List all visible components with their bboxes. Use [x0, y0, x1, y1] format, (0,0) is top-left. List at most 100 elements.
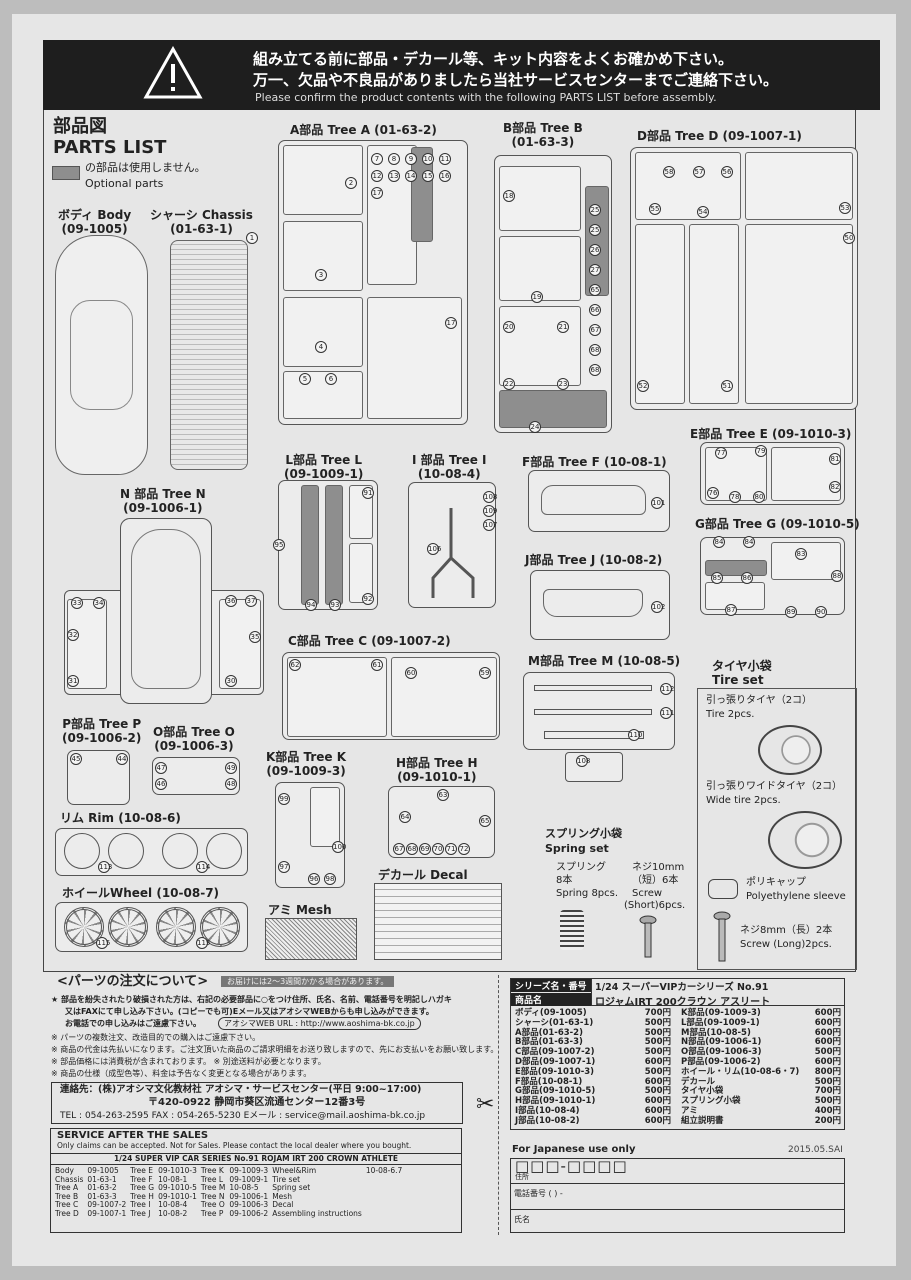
part-number: 79 — [755, 445, 767, 457]
part-number: 85 — [711, 572, 723, 584]
table-cell — [364, 1176, 404, 1185]
text-label: 引っ張りタイヤ（2コ） — [706, 695, 813, 706]
table-cell: 500円 — [644, 1047, 671, 1058]
part-number: 100 — [332, 841, 347, 853]
part-number: 83 — [795, 548, 807, 560]
name-field[interactable]: 氏名 — [511, 1209, 844, 1231]
text-label: ※ 商品の仕様（成型色等）、料金は予告なく変更となる場合があります。 — [51, 1069, 312, 1078]
table-row: A部品(01-63-2)500円 — [515, 1028, 671, 1039]
table-cell: 500円 — [814, 1047, 841, 1058]
tree-k: 97 96 98 99 100 — [275, 782, 347, 888]
part-number: 66 — [589, 304, 601, 316]
table-row: P部品(09-1006-2)600円 — [681, 1056, 841, 1068]
service-section: SERVICE AFTER THE SALES Only claims can … — [50, 1128, 462, 1233]
text-label: P部品 Tree P — [62, 717, 142, 731]
table-cell: デカール — [681, 1076, 716, 1087]
part-number: 14 — [405, 170, 417, 182]
table-cell — [364, 1210, 404, 1219]
tire-icon — [758, 725, 822, 775]
table-cell: 10-08-6.7 — [365, 1166, 403, 1175]
phone-field[interactable]: 電話番号 ( ) - — [511, 1183, 844, 1209]
table-row: E部品(09-1010-3)500円 — [515, 1066, 671, 1078]
aoshima-web-link[interactable]: アオシマWEB URL : http://www.aoshima-bk.co.j… — [218, 1017, 421, 1030]
table-cell: 600円 — [814, 1008, 841, 1018]
part-number: 63 — [437, 789, 449, 801]
header-jp-line1: 組み立てる前に部品・デカール等、キット内容をよくお確かめ下さい。 — [253, 50, 734, 68]
table-cell: 09-1007-1 — [87, 1208, 127, 1218]
spring-qty: 8本 — [556, 875, 573, 886]
text-label: (09-1005) — [61, 222, 128, 236]
table-cell: D部品(09-1007-1) — [515, 1056, 596, 1067]
text-label: シャーシ Chassis — [150, 208, 253, 222]
text-label: ※ パーツの複数注文、改造目的での購入はご遠慮下さい。 — [51, 1033, 261, 1042]
table-cell: 400円 — [814, 1105, 841, 1116]
table-cell: 600円 — [644, 1096, 671, 1107]
table-cell: 09-1009-1 — [229, 1174, 269, 1184]
table-cell: P部品(09-1006-2) — [681, 1056, 761, 1067]
table-cell: Mesh — [272, 1191, 292, 1201]
table-cell: シャーシ(01-63-1) — [515, 1017, 594, 1028]
table-cell: 500円 — [644, 1066, 671, 1077]
tree-f: 101 — [528, 470, 670, 532]
rim-tree: 113 114 — [55, 828, 248, 876]
tree-l: 95 91 92 94 93 — [273, 480, 378, 611]
tree-e: 77 79 81 76 78 80 82 — [700, 442, 845, 505]
text-label: (10-08-4) — [417, 467, 481, 481]
table-row: シャーシ(01-63-1)500円 — [515, 1017, 671, 1029]
legend-jp: の部品は使用しません。 — [85, 161, 206, 174]
table-row: F部品(10-08-1)600円 — [515, 1076, 671, 1088]
tree-b-label: B部品 Tree B(01-63-3) — [503, 121, 583, 149]
table-cell: Body — [55, 1166, 74, 1175]
part-number: 81 — [829, 453, 841, 465]
table-row: ホイール・リム(10-08-6・7)800円 — [681, 1067, 841, 1078]
table-cell: 09-1007-2 — [87, 1200, 127, 1210]
mesh-sheet — [265, 918, 357, 960]
part-number: 80 — [753, 491, 765, 503]
chassis-part — [170, 240, 248, 470]
table-cell: 600円 — [814, 1027, 841, 1038]
text-label: (01-63-3) — [511, 135, 575, 149]
part-number: 93 — [329, 599, 341, 611]
contact-box: 連絡先：(株)アオシマ文化教材社 アオシマ・サービスセンター(平日 9:00~1… — [51, 1082, 463, 1124]
part-number: 31 — [67, 675, 79, 687]
table-cell: C部品(09-1007-2) — [515, 1047, 595, 1058]
header-jp-line2: 万一、欠品や不良品がありましたら当社サービスセンターまでご連絡下さい。 — [253, 71, 779, 89]
part-number: 106 — [427, 543, 442, 555]
table-cell: F部品(10-08-1) — [515, 1076, 583, 1087]
table-cell: Chassis — [55, 1174, 84, 1184]
part-number: 86 — [741, 572, 753, 584]
table-cell: 09-1010-1 — [158, 1191, 197, 1201]
part-number: 4 — [315, 341, 327, 353]
text-label: ★ 部品を紛失されたり破損された方は、右記の必要部品に○をつけ住所、氏名、名前、… — [51, 995, 452, 1004]
part-number: 17 — [445, 317, 457, 329]
table-cell: 10-08-1 — [158, 1174, 188, 1184]
part-number: 61 — [371, 659, 383, 671]
part-number: 35 — [249, 631, 261, 643]
table-cell: 09-1009-3 — [229, 1166, 269, 1175]
text-label: B部品 Tree B — [503, 121, 583, 135]
table-cell: Tree N — [200, 1191, 225, 1201]
table-cell: アミ — [681, 1105, 698, 1116]
zip-field[interactable]: □□□-□□□□ — [515, 1157, 628, 1175]
part-number: 3 — [315, 269, 327, 281]
table-cell: K部品(09-1009-3) — [681, 1008, 761, 1018]
table-cell: Decal — [272, 1200, 294, 1210]
warning-triangle-icon — [143, 46, 203, 99]
legend-en: Optional parts — [85, 177, 164, 190]
screw-short-qty: （短）6本 — [632, 875, 679, 886]
text-label: (09-1006-1) — [123, 501, 203, 515]
tree-o: 47 46 49 48 — [152, 757, 240, 795]
table-cell: タイヤ小袋 — [681, 1086, 724, 1097]
tree-p-label: P部品 Tree P(09-1006-2) — [62, 717, 141, 745]
table-cell: 01-63-1 — [87, 1174, 117, 1184]
text-label: ボディ Body — [58, 208, 132, 222]
address-field[interactable]: 住所 — [515, 1173, 529, 1181]
screw-short-en2: (Short)6pcs. — [624, 900, 686, 911]
table-cell: 01-63-3 — [87, 1191, 117, 1201]
